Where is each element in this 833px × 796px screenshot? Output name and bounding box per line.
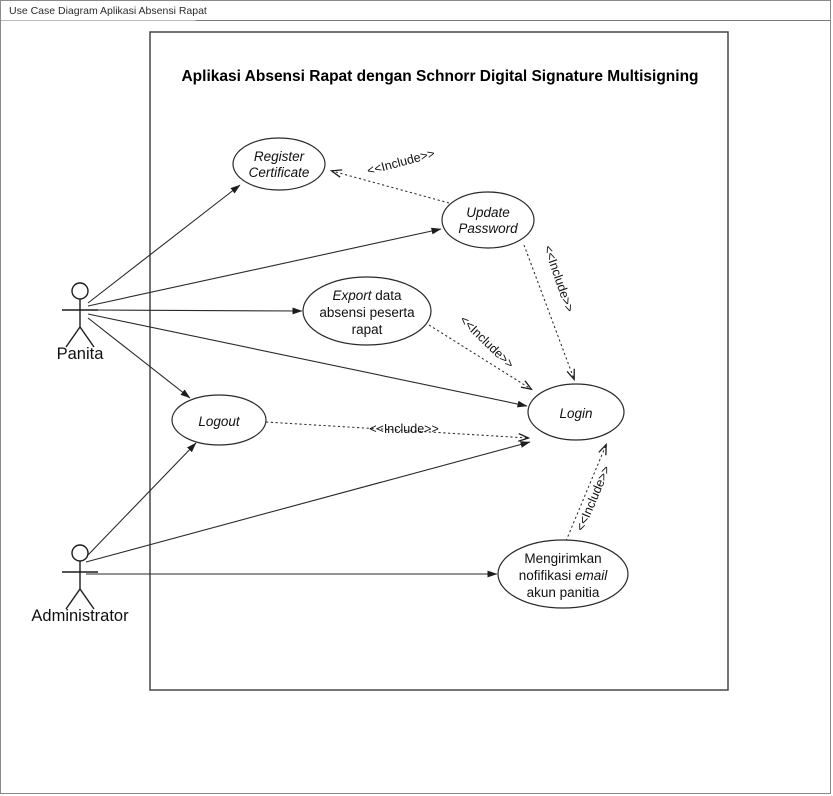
use-case-register-certificate-line1: Register <box>254 149 305 164</box>
actor-panita-leg-right <box>79 326 95 348</box>
include-update-password-to-register-certificate <box>332 171 450 204</box>
use-case-export-data-line3: rapat <box>352 322 383 337</box>
use-case-export-data-line1: Export data <box>332 288 402 303</box>
include-label-logout-to-login: <<Include>> <box>369 422 439 436</box>
use-case-export-data-line2: absensi peserta <box>319 305 415 320</box>
actor-administrator-leg-right <box>79 588 95 610</box>
use-case-login-label: Login <box>559 406 592 421</box>
use-case-update-password-line2: Password <box>458 221 518 236</box>
include-label-update-to-register: <<Include>> <box>366 146 437 178</box>
include-label-update-to-login: <<Include>> <box>541 244 577 314</box>
use-case-export-data[interactable]: Export data absensi peserta rapat <box>302 276 432 346</box>
diagram-tab[interactable]: Use Case Diagram Aplikasi Absensi Rapat <box>1 1 217 20</box>
actor-administrator-label: Administrator <box>31 607 129 625</box>
use-case-email-notification-shape <box>497 539 629 609</box>
use-case-login[interactable]: Login <box>527 383 625 441</box>
use-case-email-notification[interactable]: Mengirimkan nofifikasi email akun paniti… <box>497 539 629 609</box>
actor-panita-leg-left <box>65 326 81 348</box>
actor-administrator[interactable]: Administrator <box>31 544 129 625</box>
include-export-data-to-login <box>428 324 531 389</box>
use-case-email-notification-line2-italic: email <box>575 568 608 583</box>
use-case-logout-shape <box>171 394 267 446</box>
use-case-login-shape <box>527 383 625 441</box>
use-case-export-data-line1-italic: Export <box>332 288 372 303</box>
diagram-tab-label: Use Case Diagram Aplikasi Absensi Rapat <box>9 4 207 17</box>
use-case-update-password[interactable]: Update Password <box>441 191 535 249</box>
assoc-administrator-login <box>85 441 531 563</box>
use-case-register-certificate-line2: Certificate <box>249 165 310 180</box>
use-case-register-certificate-shape <box>232 137 326 191</box>
assoc-panita-logout <box>87 317 191 399</box>
actor-administrator-head-icon <box>71 544 89 562</box>
actor-panita-label: Panita <box>57 345 105 363</box>
actor-panita[interactable]: Panita <box>57 282 105 363</box>
include-label-export-to-login: <<Include>> <box>457 313 517 371</box>
use-case-email-notification-line2: nofifikasi email <box>519 568 609 583</box>
diagram-frame-title: Aplikasi Absensi Rapat dengan Schnorr Di… <box>181 68 698 85</box>
assoc-panita-export-data <box>87 307 303 315</box>
use-case-update-password-line1: Update <box>466 205 510 220</box>
include-email-notification-to-login <box>565 445 606 542</box>
use-case-register-certificate[interactable]: Register Certificate <box>232 137 326 191</box>
use-case-export-data-line1-rest: data <box>372 288 403 303</box>
assoc-panita-login <box>87 313 528 408</box>
assoc-panita-update-password <box>87 227 442 307</box>
use-case-export-data-shape <box>302 276 432 346</box>
system-boundary-frame <box>149 31 729 691</box>
use-case-email-notification-line2-pre: nofifikasi <box>519 568 575 583</box>
actor-panita-head-icon <box>71 282 89 300</box>
use-case-email-notification-line1: Mengirimkan <box>524 551 601 566</box>
use-case-email-notification-line3: akun panitia <box>527 585 600 600</box>
use-case-update-password-shape <box>441 191 535 249</box>
include-logout-to-login <box>265 421 528 438</box>
assoc-administrator-logout <box>87 442 197 556</box>
use-case-logout[interactable]: Logout <box>171 394 267 446</box>
use-case-logout-label: Logout <box>198 414 241 429</box>
assoc-panita-register-certificate <box>87 184 241 304</box>
actor-administrator-leg-left <box>65 588 81 610</box>
